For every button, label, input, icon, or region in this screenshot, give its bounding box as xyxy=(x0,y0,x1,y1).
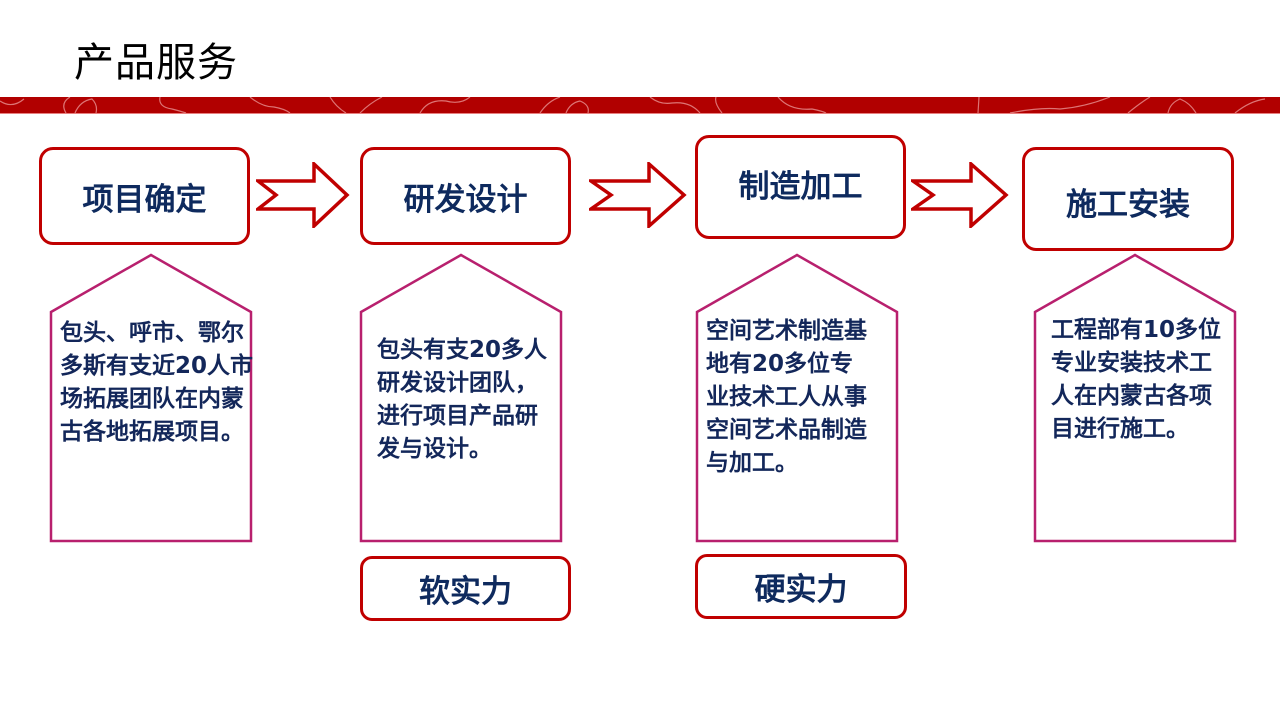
description-text: 空间艺术制造基地有20多位专业技术工人从事空间艺术品制造与加工。 xyxy=(706,318,867,476)
step-label: 研发设计 xyxy=(403,181,528,218)
description-text: 包头、呼市、鄂尔多斯有支近20人市场拓展团队在内蒙古各地拓展项目。 xyxy=(60,320,254,445)
step-label: 制造加工 xyxy=(738,168,863,205)
strength-label: 硬实力 xyxy=(754,572,848,608)
strength-label: 软实力 xyxy=(419,574,512,610)
description-text: 包头有支20多人研发设计团队，进行项目产品研发与设计。 xyxy=(377,337,548,462)
step-rd-design: 研发设计 xyxy=(360,147,571,245)
description-panel-shape xyxy=(695,253,899,543)
slide-title: 产品服务 xyxy=(74,40,238,86)
step-manufacturing: 制造加工 xyxy=(695,135,906,239)
description-panel-shape xyxy=(359,253,563,543)
right-arrow-icon xyxy=(911,162,1009,228)
description-panel-shape xyxy=(49,253,253,543)
step-label: 项目确定 xyxy=(82,181,207,218)
step-installation: 施工安装 xyxy=(1022,147,1234,251)
band-ornament xyxy=(0,97,1266,113)
soft-power-label: 软实力 xyxy=(360,556,571,621)
right-arrow-icon xyxy=(589,162,687,228)
hard-power-label: 硬实力 xyxy=(695,554,907,619)
step-label: 施工安装 xyxy=(1066,186,1190,223)
step-project-confirmation: 项目确定 xyxy=(39,147,250,245)
right-arrow-icon xyxy=(256,162,350,228)
description-panel-shape xyxy=(1033,253,1237,543)
header-band xyxy=(0,97,1280,114)
description-text: 工程部有10多位专业安装技术工人在内蒙古各项目进行施工。 xyxy=(1051,317,1222,442)
